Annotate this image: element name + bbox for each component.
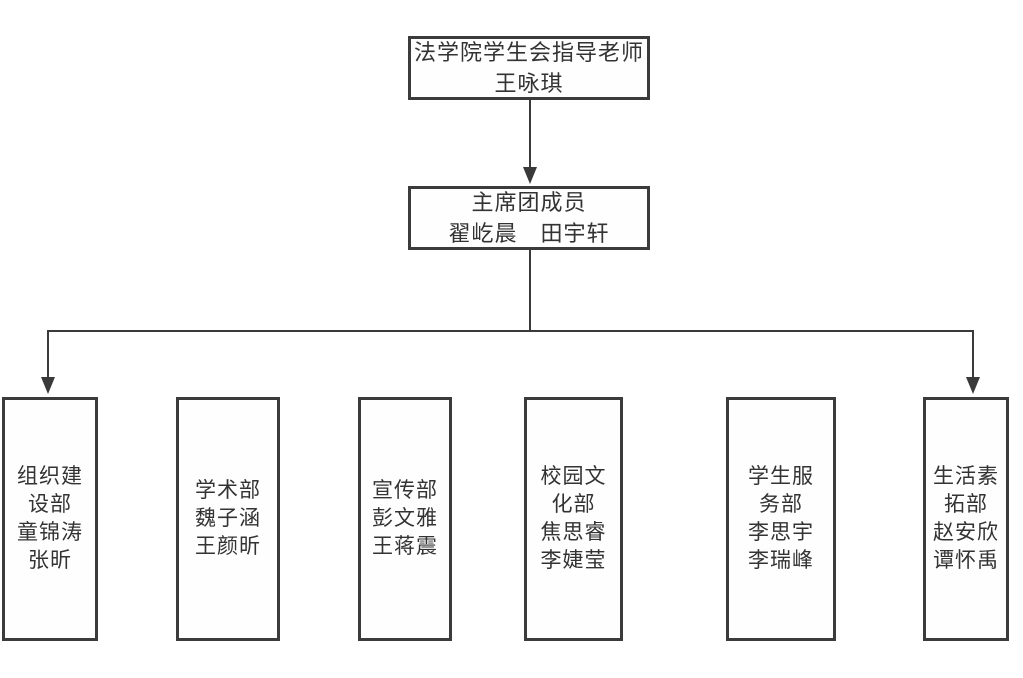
arrowhead-presidium [523,167,537,184]
dept-label: 生活素 拓部 赵安欣 谭怀禹 [933,465,999,572]
dept-label: 学生服 务部 李思宇 李瑞峰 [748,465,814,572]
org-node-advisor: 法学院学生会指导老师 王咏琪 [408,36,650,100]
dept-label: 校园文 化部 焦思睿 李婕莹 [540,465,607,572]
dept-label: 宣传部 彭文雅 王蒋震 [372,479,438,558]
org-node-dept-life-development: 生活素 拓部 赵安欣 谭怀禹 [923,397,1009,641]
org-node-presidium: 主席团成员 翟屹晨 田宇轩 [408,186,650,250]
advisor-label: 法学院学生会指导老师 王咏琪 [413,40,644,96]
presidium-label: 主席团成员 翟屹晨 田宇轩 [448,190,610,246]
arrowhead-dept6 [966,377,980,394]
dept-label: 学术部 魏子涵 王颜昕 [195,479,261,558]
org-node-dept-academic: 学术部 魏子涵 王颜昕 [176,397,280,641]
arrowhead-dept1 [41,377,55,394]
dept-label: 组织建 设部 童锦涛 张昕 [17,465,83,572]
org-node-dept-publicity: 宣传部 彭文雅 王蒋震 [358,397,452,641]
org-node-dept-student-services: 学生服 务部 李思宇 李瑞峰 [726,397,836,641]
org-node-dept-campus-culture: 校园文 化部 焦思睿 李婕莹 [524,397,623,641]
org-node-dept-organization: 组织建 设部 童锦涛 张昕 [2,397,98,641]
